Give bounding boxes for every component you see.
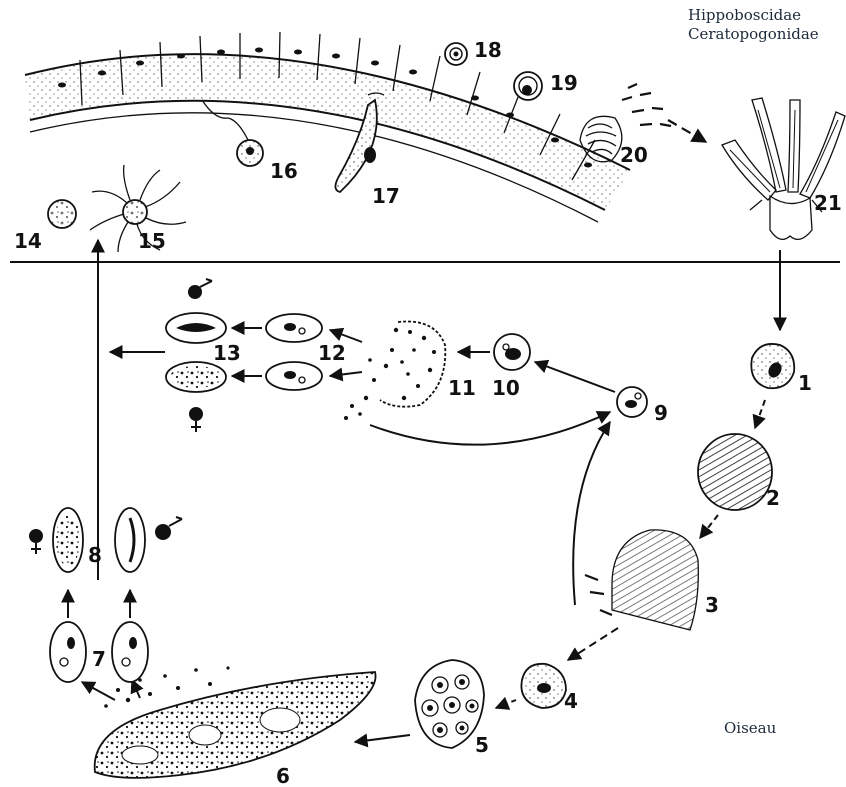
stage-number-2: 2 — [766, 486, 780, 510]
stage-number-7: 7 — [92, 647, 106, 671]
stage-number-15: 15 — [138, 229, 166, 253]
female-symbol-stage-8 — [29, 529, 43, 554]
stage-number-11: 11 — [448, 376, 476, 400]
arrow-2-to-3 — [700, 515, 718, 538]
stage-number-4: 4 — [564, 689, 578, 713]
stage-number-5: 5 — [475, 733, 489, 757]
stage-number-9: 9 — [654, 401, 668, 425]
stage-1-sporozoite-in-cell — [751, 344, 794, 388]
vector-host-label-line2: Ceratopogonidae — [688, 25, 819, 43]
arrow-9-to-10 — [535, 362, 615, 392]
stage-7-gametocyte-young-female — [50, 622, 86, 682]
stage-14-macrogamete — [48, 200, 76, 228]
stage-7-gametocyte-young-male — [112, 622, 148, 682]
stage-2-schizont — [698, 434, 772, 510]
stage-number-8: 8 — [88, 543, 102, 567]
stage-number-10: 10 — [492, 376, 520, 400]
stage-number-3: 3 — [705, 593, 719, 617]
stage-12-young-gametocyte-male — [266, 314, 322, 342]
stage-21-salivary-gland — [722, 98, 845, 239]
stage-number-21: 21 — [814, 191, 842, 215]
stage-11-rupturing-meront — [344, 321, 445, 420]
stage-5-meront — [415, 660, 484, 748]
stage-number-17: 17 — [372, 184, 400, 208]
stage-6-megalomeront — [95, 666, 376, 777]
stage-number-18: 18 — [474, 38, 502, 62]
stage-12-young-gametocyte-female — [266, 362, 322, 390]
male-symbol-stage-13 — [188, 279, 212, 299]
stage-number-20: 20 — [620, 143, 648, 167]
arrow-5-to-6 — [355, 735, 410, 742]
stage-number-19: 19 — [550, 71, 578, 95]
stage-13-microgametocyte — [166, 313, 226, 343]
stage-number-1: 1 — [798, 371, 812, 395]
stage-8-microgametocyte — [115, 508, 145, 572]
bird-host-label: Oiseau — [724, 719, 777, 737]
stage-8-macrogametocyte — [53, 508, 83, 572]
stage-19-oocyst — [514, 72, 542, 100]
stage-10-merozoite-in-cell — [494, 334, 530, 370]
stage-number-14: 14 — [14, 229, 42, 253]
arrow-6-to-7-right — [132, 680, 140, 698]
female-symbol-stage-13 — [189, 407, 203, 432]
stage-number-13: 13 — [213, 341, 241, 365]
stage-9-merozoite — [617, 387, 647, 417]
arrow-11-to-12-bottom — [330, 372, 362, 376]
midgut-epithelium — [25, 32, 630, 222]
stage-number-6: 6 — [276, 764, 290, 787]
male-symbol-stage-8 — [155, 517, 182, 540]
arrow-3-to-4 — [568, 628, 618, 660]
stage-4-merozoite-in-cell — [521, 664, 566, 708]
stage-number-16: 16 — [270, 159, 298, 183]
arrow-1-to-2 — [755, 400, 765, 428]
arrow-4-to-5 — [496, 700, 516, 708]
stage-13-macrogametocyte — [166, 362, 226, 392]
stage-16-zygote — [202, 100, 263, 166]
vector-host-label-line1: Hippoboscidae — [688, 6, 801, 24]
arrow-20-to-21 — [668, 120, 706, 142]
arrow-11-to-9 — [370, 412, 610, 445]
stage-3-rupturing-schizont — [585, 530, 698, 630]
arrow-6-to-7-left — [82, 682, 115, 700]
stage-number-12: 12 — [318, 341, 346, 365]
stage-18-young-oocyst — [445, 43, 467, 65]
